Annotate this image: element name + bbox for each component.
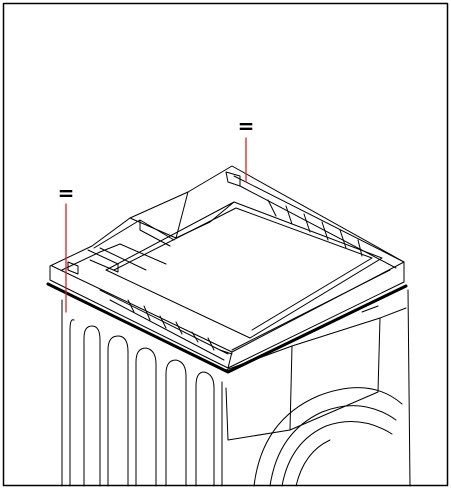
equal-height-marker-left: =: [57, 181, 75, 205]
equal-height-marker-right: =: [237, 114, 255, 138]
machine-body: [61, 289, 411, 487]
stacking-frame: [49, 165, 405, 369]
leveling-markers: [65, 137, 247, 313]
machine-top-edge: [46, 282, 408, 374]
